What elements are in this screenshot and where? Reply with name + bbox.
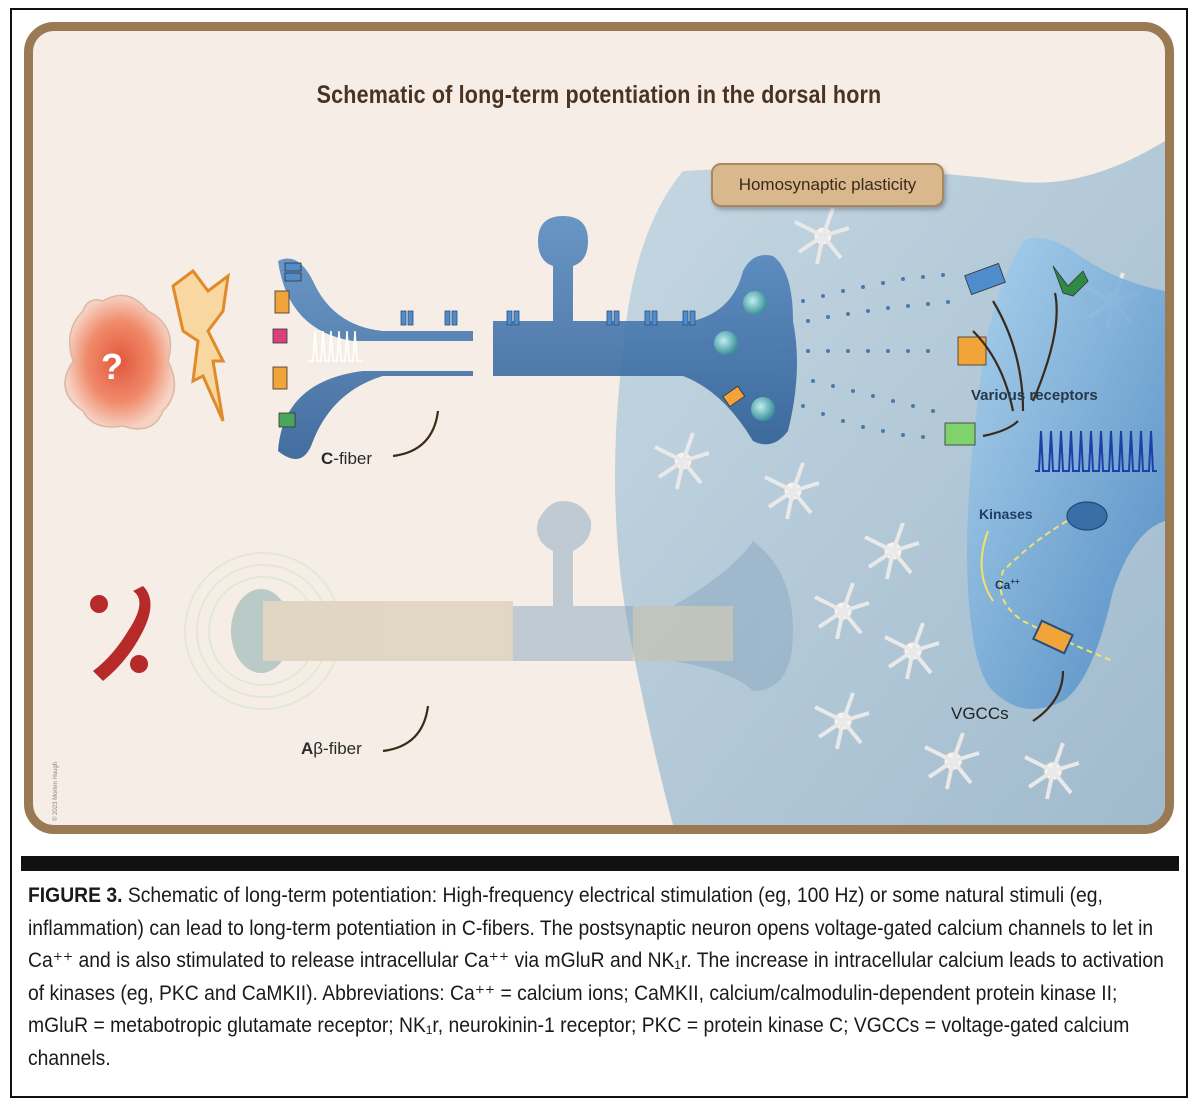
ca-label: Ca++: [995, 577, 1020, 592]
caption-divider: [21, 856, 1179, 871]
lightning-bolt-icon: [171, 268, 230, 422]
ca-label-text: Ca: [995, 578, 1011, 592]
c-fiber-axon-channels: [400, 310, 458, 326]
homosynaptic-plasticity-label: Homosynaptic plasticity: [711, 163, 944, 207]
various-receptors-label: Various receptors: [971, 387, 1098, 404]
vesicles: [714, 291, 775, 421]
glial-cells: [654, 207, 1140, 800]
c-fiber-spike-train: [308, 330, 363, 362]
kinases-label: Kinases: [979, 506, 1033, 522]
question-mark: ?: [101, 346, 123, 387]
abeta-block-icon: [90, 586, 151, 681]
postsynaptic-spike-train: [1035, 430, 1157, 472]
vgccs-label: VGCCs: [951, 704, 1009, 723]
c-fiber-label-prefix: C: [321, 449, 334, 468]
dendrite-channels: [506, 310, 696, 326]
abeta-fiber-label-suffix: β-fiber: [313, 739, 362, 758]
kinase-curve: [980, 530, 994, 602]
figure-label: FIGURE 3.: [28, 884, 123, 907]
terminal-receptor: [722, 385, 746, 408]
diagram-panel: ?: [24, 22, 1174, 834]
inflammation-cloud: [64, 294, 176, 430]
c-fiber-receptors: [272, 262, 302, 428]
abeta-fiber-label: Aβ-fiber: [301, 739, 362, 759]
c-fiber-label: C-fiber: [321, 449, 372, 469]
figure-caption: FIGURE 3. Schematic of long-term potenti…: [28, 880, 1173, 1075]
c-fiber-label-suffix: -fiber: [333, 449, 373, 468]
abeta-fiber: [184, 501, 793, 710]
abeta-fiber-label-prefix: A: [301, 739, 314, 758]
mitochondrion: [1066, 501, 1108, 531]
c-fiber-dendrite: [493, 216, 797, 445]
arrows: [382, 292, 1065, 753]
diagram-title: Schematic of long-term potentiation in t…: [316, 81, 882, 109]
vgcc-channel: [1032, 619, 1074, 655]
c-fiber-terminal: [278, 258, 473, 459]
caption-text: Schematic of long-term potentiation: Hig…: [28, 884, 1164, 1070]
copyright-notice: © 2023 Morten Haugh: [53, 761, 59, 821]
diagram-artwork: ?: [64, 141, 1165, 825]
neurotransmitter-dots: [801, 273, 950, 439]
ca-label-sup: ++: [1010, 577, 1020, 586]
